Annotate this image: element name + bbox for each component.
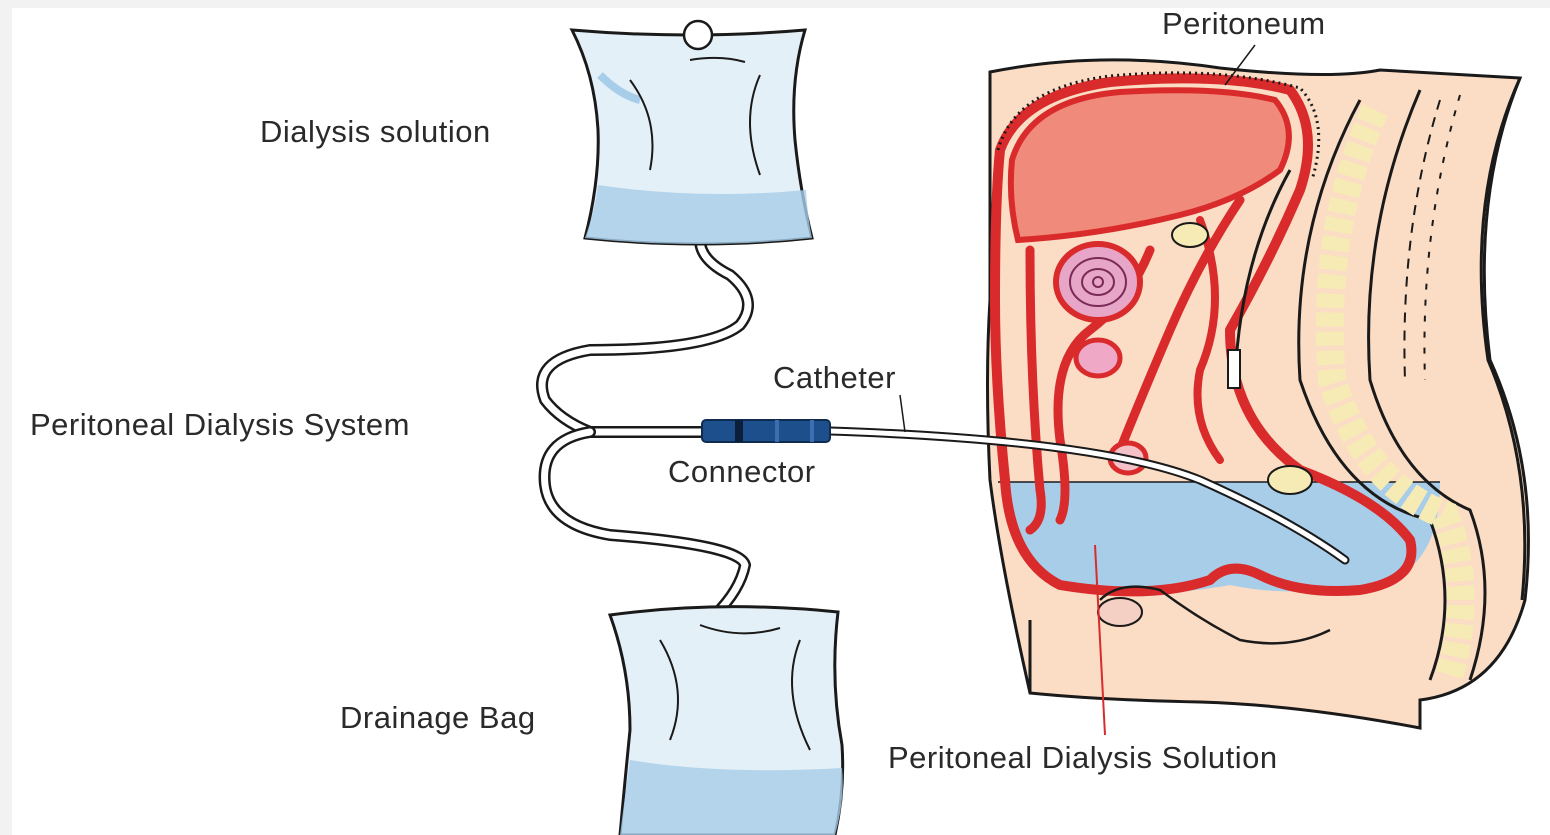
label-drainage-bag: Drainage Bag	[340, 702, 536, 733]
abdomen-cross-section	[988, 60, 1529, 728]
label-connector: Connector	[668, 456, 816, 487]
stomach-swirl	[1056, 244, 1140, 320]
label-peritoneum: Peritoneum	[1162, 8, 1326, 39]
dialysis-solution-bag	[572, 21, 812, 244]
label-peritoneal-dialysis-solution: Peritoneal Dialysis Solution	[888, 742, 1278, 773]
drainage-bag	[610, 607, 843, 835]
small-organ-pink	[1076, 340, 1120, 376]
kidney-node	[1172, 223, 1208, 247]
rectum-node	[1268, 466, 1312, 494]
label-dialysis-solution: Dialysis solution	[260, 116, 491, 147]
catheter-leader	[900, 395, 905, 432]
bladder	[1098, 598, 1142, 626]
implant-tip	[1228, 350, 1240, 388]
label-peritoneal-dialysis-system: Peritoneal Dialysis System	[30, 409, 410, 440]
connector-device	[702, 420, 830, 442]
label-catheter: Catheter	[773, 362, 896, 393]
